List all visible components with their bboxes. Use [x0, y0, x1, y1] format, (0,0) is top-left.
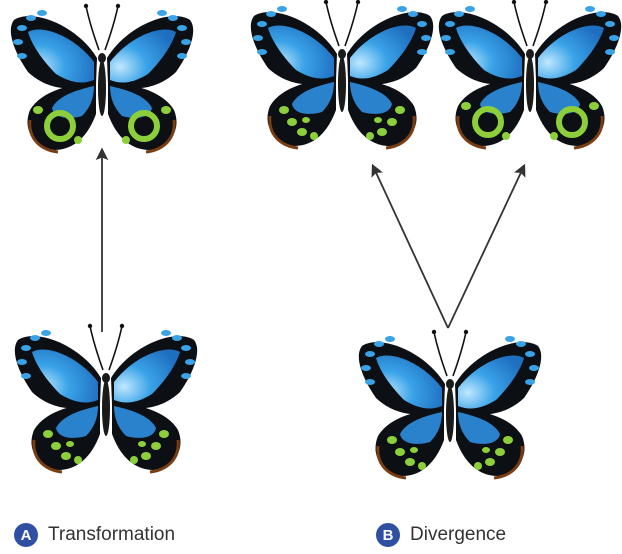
butterfly-b-descendant-2 — [439, 0, 621, 148]
caption-transformation: A Transformation — [14, 520, 175, 550]
caption-text-b: Divergence — [410, 524, 506, 546]
divergence-arrow-right — [448, 166, 524, 328]
panel-label-a: A — [14, 523, 38, 547]
caption-text-a: Transformation — [48, 524, 175, 546]
panel-label-b: B — [376, 523, 400, 547]
butterfly-a-descendant — [11, 4, 193, 152]
butterfly-a-ancestor — [15, 324, 197, 472]
butterfly-b-ancestor — [359, 330, 541, 478]
butterfly-b-descendant-1 — [251, 0, 433, 148]
caption-divergence: B Divergence — [376, 520, 506, 550]
divergence-arrow-left — [373, 166, 448, 328]
